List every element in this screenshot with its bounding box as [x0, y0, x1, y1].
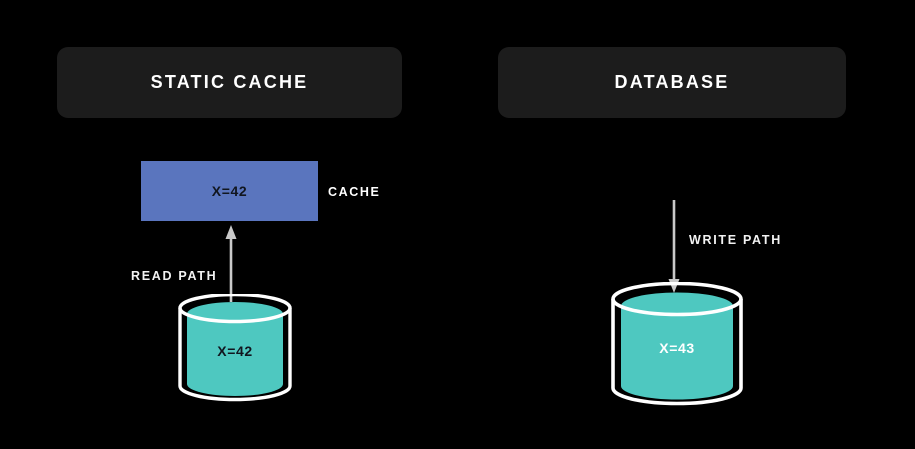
cylinder-cache-source-value: X=42 — [217, 343, 253, 359]
cylinder-outline — [178, 294, 292, 402]
panel-header-database: DATABASE — [498, 47, 846, 118]
cylinder-cache-source: X=42 — [178, 294, 292, 402]
cylinder-database-value: X=43 — [659, 340, 695, 356]
panel-title-static-cache: STATIC CACHE — [150, 72, 309, 92]
panel-title-database: DATABASE — [614, 72, 730, 92]
write-path-arrow — [668, 200, 680, 293]
cache-label: CACHE — [328, 185, 381, 199]
read-path-label: READ PATH — [131, 269, 218, 283]
write-path-label: WRITE PATH — [689, 233, 782, 247]
cache-box: X=42 — [141, 161, 318, 221]
cylinder-database: X=43 — [611, 282, 743, 406]
read-path-arrow — [225, 225, 237, 302]
panel-header-static-cache: STATIC CACHE — [57, 47, 402, 118]
cylinder-outline — [611, 282, 743, 406]
cache-box-value: X=42 — [211, 183, 248, 199]
